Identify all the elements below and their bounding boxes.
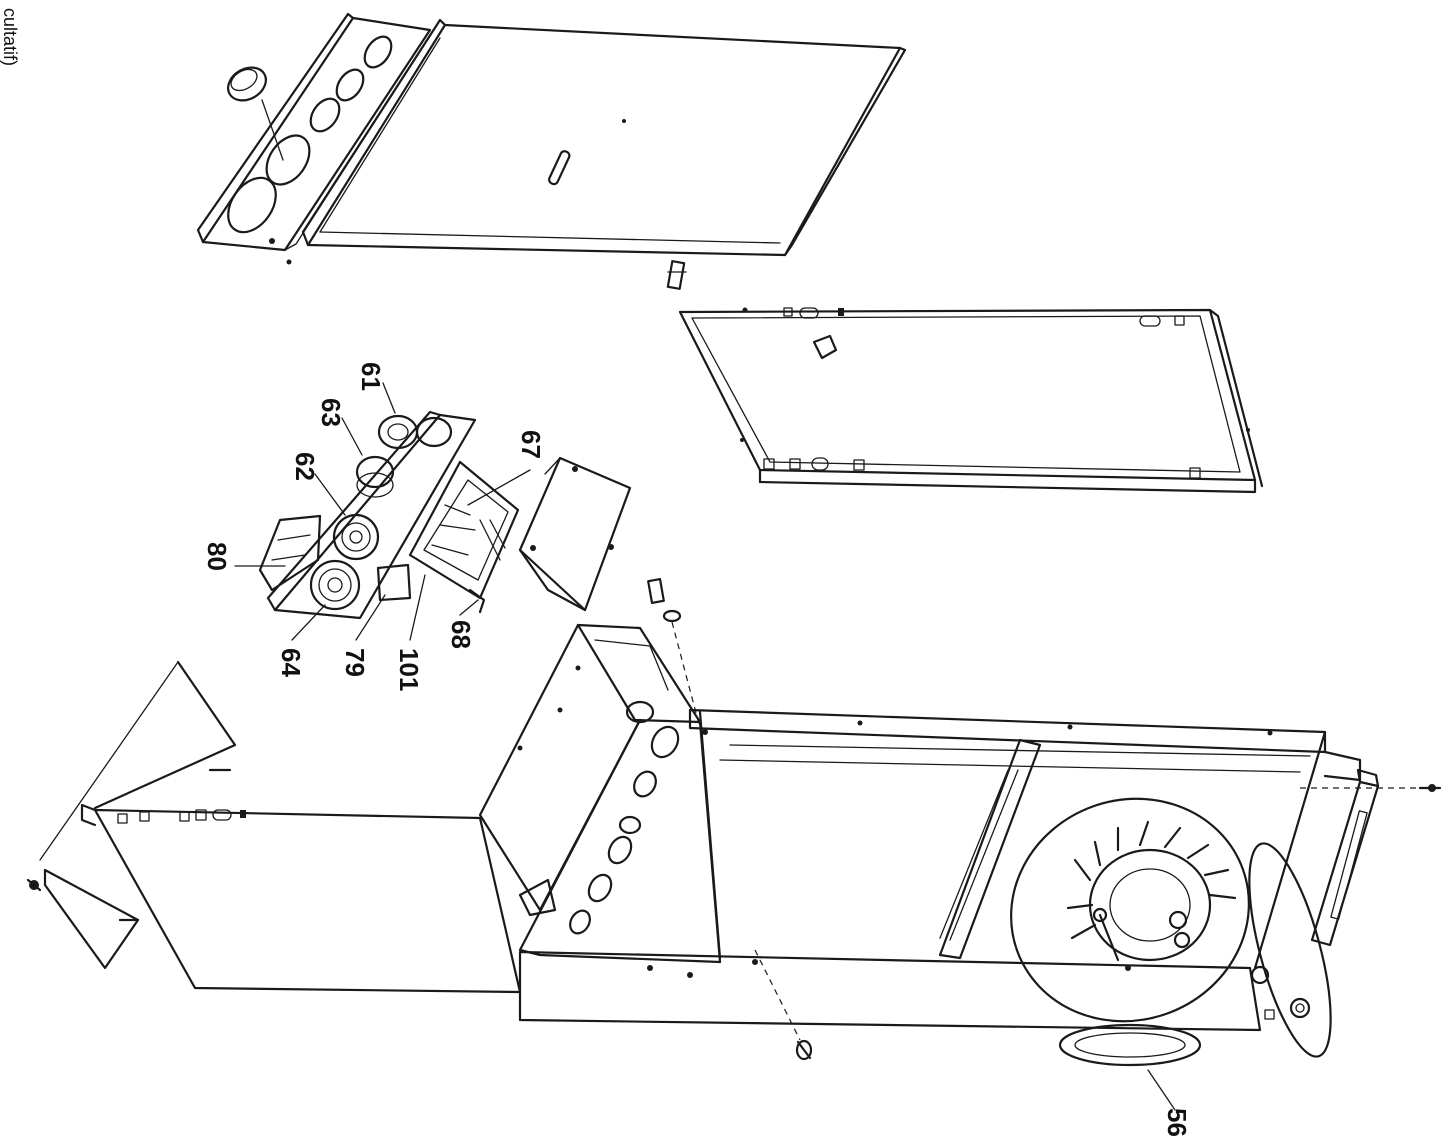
label-62: 62 (290, 452, 320, 481)
frame-plate (678, 307, 1264, 494)
label-80: 80 (202, 542, 232, 571)
control-panel-assembly (258, 410, 520, 620)
label-101: 101 (394, 648, 424, 691)
main-chassis-frame (478, 623, 1362, 1032)
label-68: 68 (446, 620, 476, 649)
side-caption: cultatif) (0, 8, 20, 66)
label-64: 64 (276, 648, 306, 677)
bottom-screw (752, 949, 813, 1061)
fan-blower (1010, 797, 1332, 1067)
label-67: 67 (516, 430, 546, 459)
right-end-bracket (1300, 768, 1442, 947)
top-cover-lid (301, 18, 907, 257)
grommet-plug (227, 66, 284, 161)
label-61: 61 (356, 362, 386, 391)
control-box-cover (518, 456, 632, 612)
left-side-cover (26, 660, 522, 994)
leader-lines (234, 382, 1176, 1111)
label-63: 63 (316, 398, 346, 427)
label-79: 79 (340, 648, 370, 677)
front-panel-with-holes (196, 12, 432, 265)
lid-bolt (666, 260, 687, 290)
label-56: 56 (1162, 1108, 1192, 1137)
